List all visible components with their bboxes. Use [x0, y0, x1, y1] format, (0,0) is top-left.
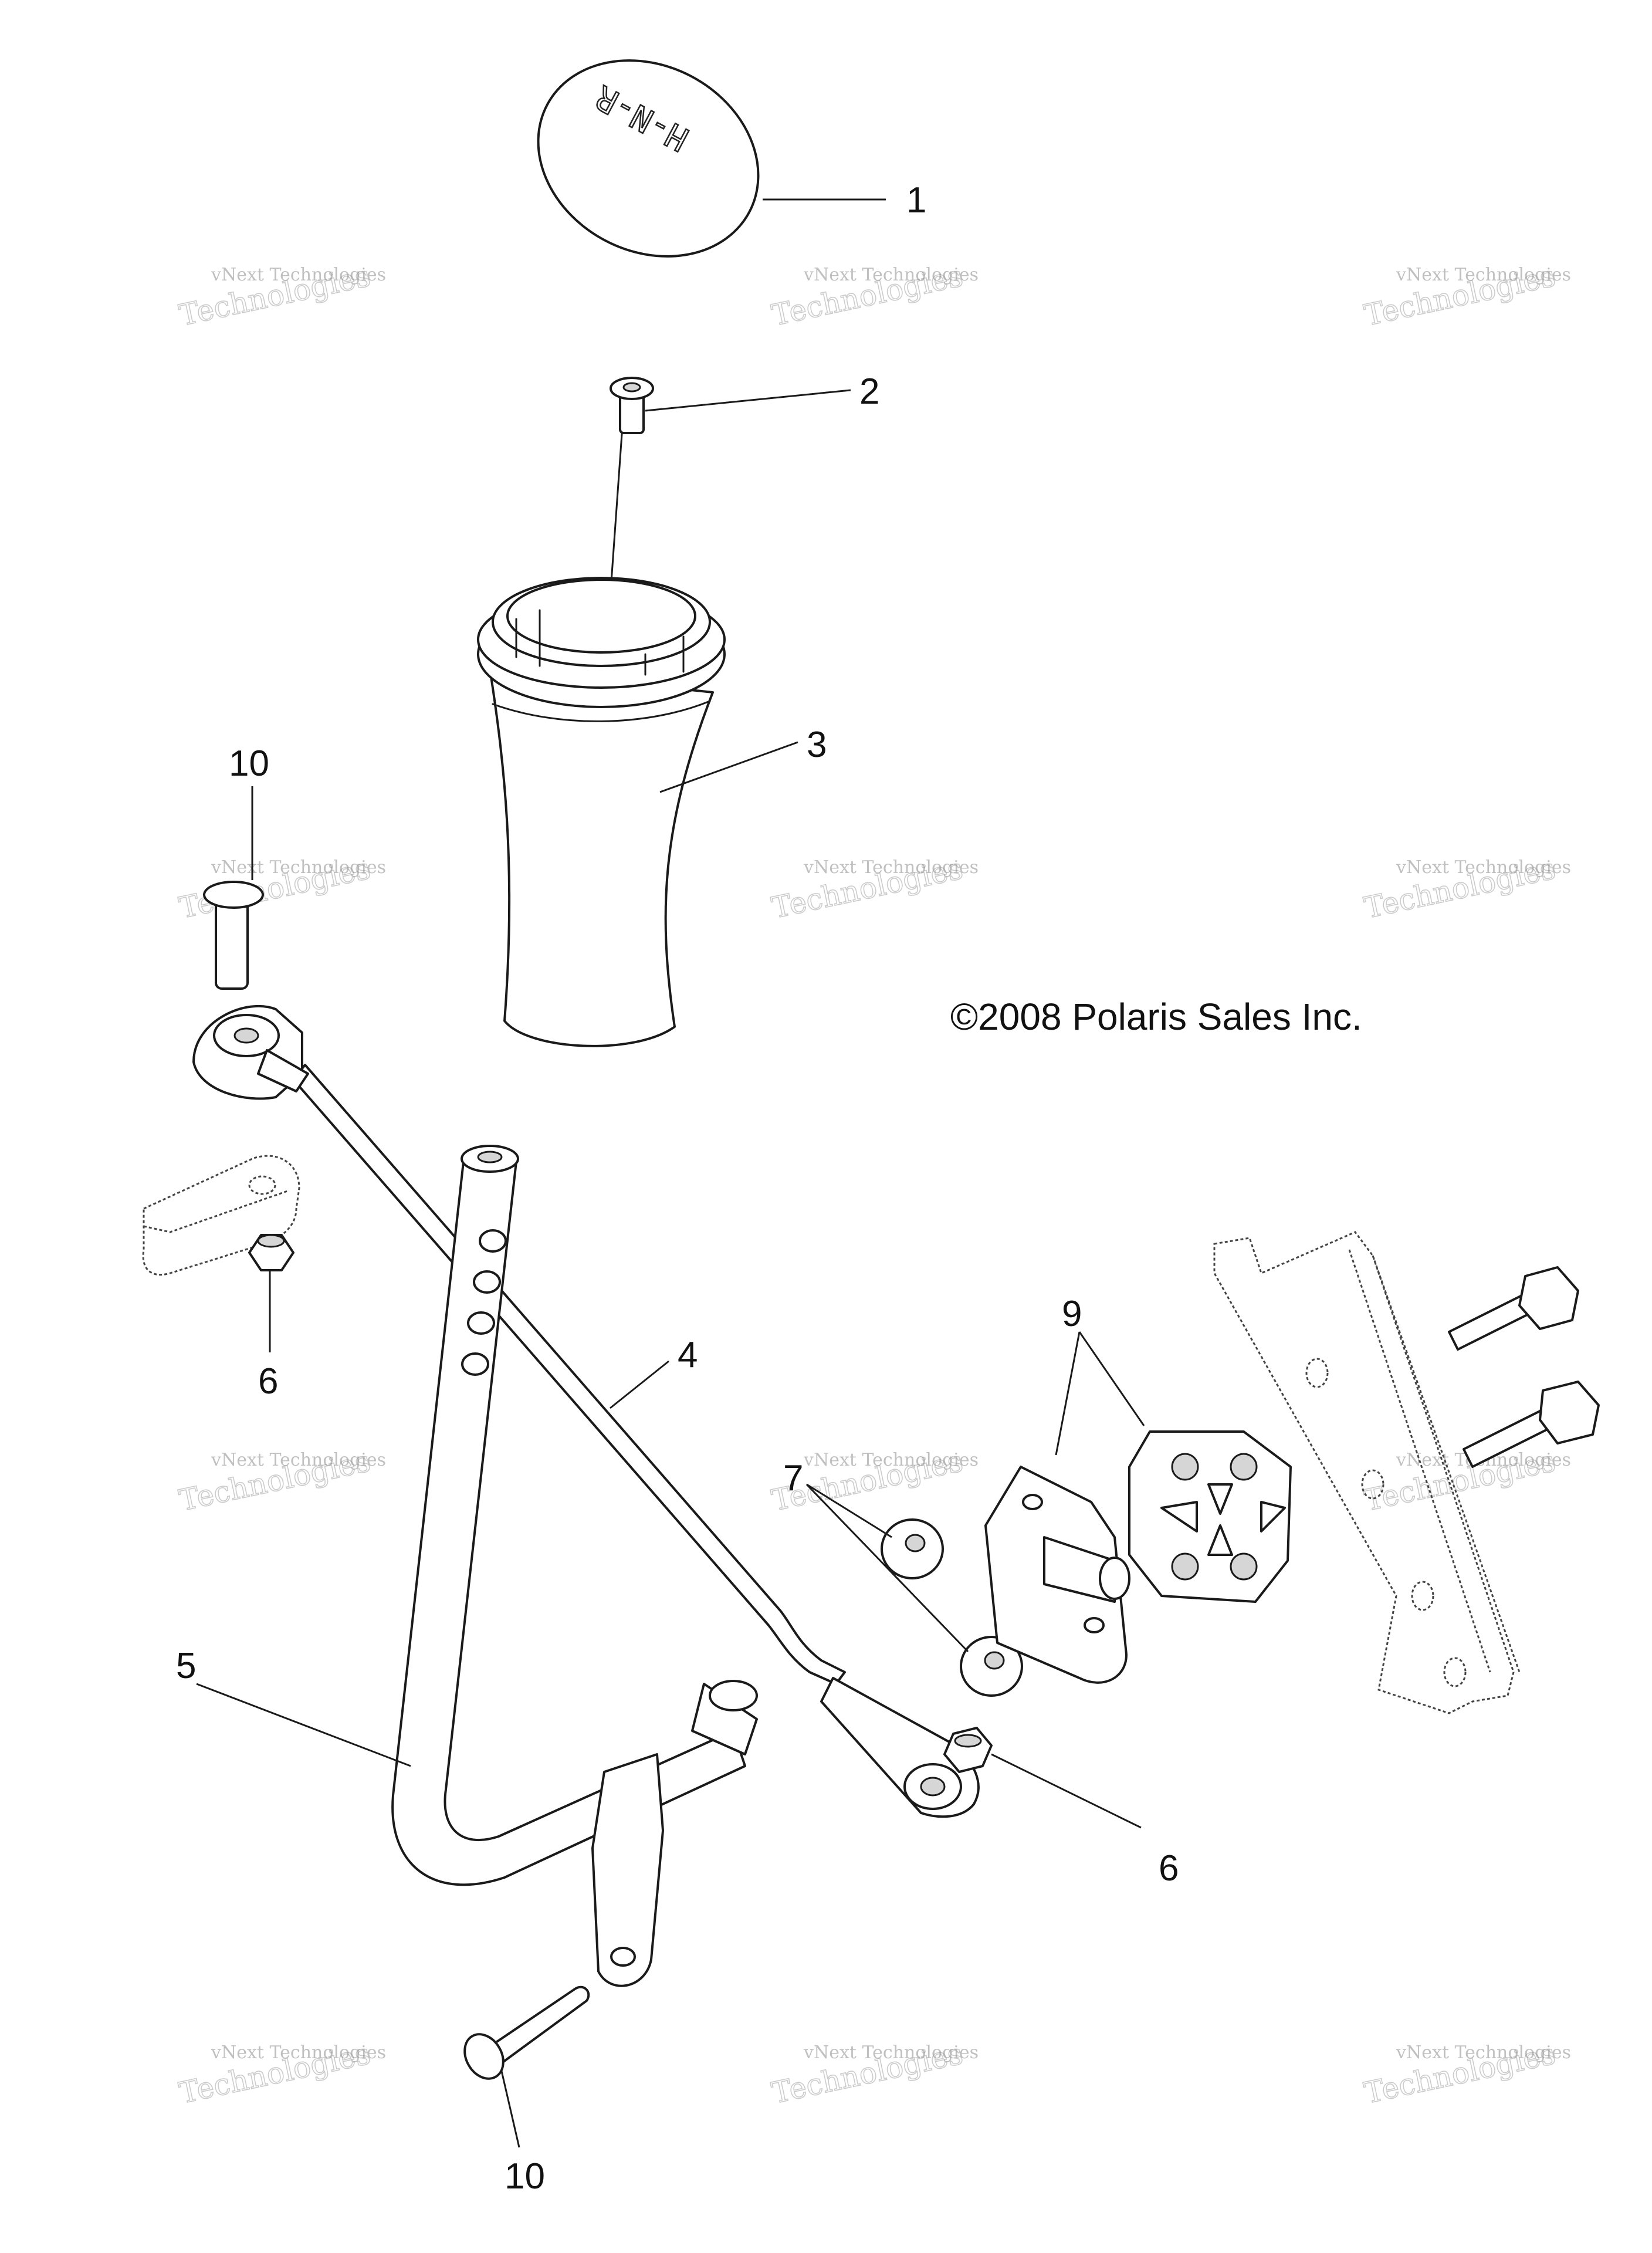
callout-2: 2 — [859, 371, 879, 412]
watermark: Technologies vNext Technologies — [769, 851, 979, 925]
frame-bracket-outline — [1213, 1231, 1521, 1714]
watermark: Technologies vNext Technologies — [176, 1443, 386, 1518]
watermark: Technologies vNext Technologies — [176, 258, 386, 333]
shift-knob — [477, 577, 726, 1047]
svg-text:vNext Technologies: vNext Technologies — [803, 857, 979, 878]
svg-text:vNext Technologies: vNext Technologies — [211, 1450, 386, 1470]
callout-6-upper: 6 — [258, 1361, 278, 1402]
svg-text:vNext Technologies: vNext Technologies — [1396, 2042, 1571, 2063]
nut-upper — [248, 1234, 294, 1271]
watermark: Technologies vNext Technologies — [769, 2036, 979, 2110]
damper — [1128, 1430, 1292, 1603]
svg-text:vNext Technologies: vNext Technologies — [803, 1450, 979, 1470]
callout-10-upper: 10 — [229, 743, 269, 784]
pedal-pad-outline — [142, 1155, 300, 1276]
watermark: Technologies vNext Technologies — [176, 2036, 386, 2110]
clevis-pin-upper — [203, 881, 264, 990]
bolt-upper — [1448, 1266, 1579, 1351]
bolt-lower — [1463, 1381, 1600, 1468]
callout-labels: 1 2 3 10 4 9 7 6 5 6 10 — [176, 180, 1179, 2197]
svg-text:vNext Technologies: vNext Technologies — [211, 265, 386, 285]
screw — [610, 377, 654, 434]
watermark: Technologies vNext Technologies — [1361, 851, 1571, 925]
bushing-upper — [881, 1518, 944, 1579]
shift-knob-cap: H-N-R — [537, 59, 760, 258]
svg-text:vNext Technologies: vNext Technologies — [1396, 265, 1571, 285]
callout-1: 1 — [906, 180, 926, 221]
bushing-lower — [960, 1636, 1023, 1697]
nut-lower — [943, 1727, 993, 1773]
mount-bracket — [984, 1466, 1130, 1684]
svg-text:vNext Technologies: vNext Technologies — [1396, 857, 1571, 878]
callout-5: 5 — [176, 1646, 196, 1686]
watermark: Technologies vNext Technologies — [1361, 258, 1571, 333]
copyright-notice: ©2008 Polaris Sales Inc. — [950, 996, 1362, 1038]
callout-9: 9 — [1062, 1294, 1082, 1334]
svg-text:vNext Technologies: vNext Technologies — [211, 857, 386, 878]
shift-linkage-rod — [192, 1004, 980, 1818]
watermark: Technologies vNext Technologies — [1361, 2036, 1571, 2110]
watermark: Technologies vNext Technologies — [769, 258, 979, 333]
svg-text:vNext Technologies: vNext Technologies — [803, 265, 979, 285]
svg-text:vNext Technologies: vNext Technologies — [211, 2042, 386, 2063]
callout-10-lower: 10 — [505, 2156, 545, 2197]
leader-lines — [196, 198, 1145, 2148]
callout-6-lower: 6 — [1159, 1848, 1179, 1889]
clevis-pin-lower — [463, 1985, 590, 2080]
svg-text:vNext Technologies: vNext Technologies — [803, 2042, 979, 2063]
callout-4: 4 — [678, 1335, 698, 1375]
callout-3: 3 — [807, 725, 827, 765]
callout-7: 7 — [783, 1458, 803, 1498]
shift-lever — [391, 1145, 758, 1987]
